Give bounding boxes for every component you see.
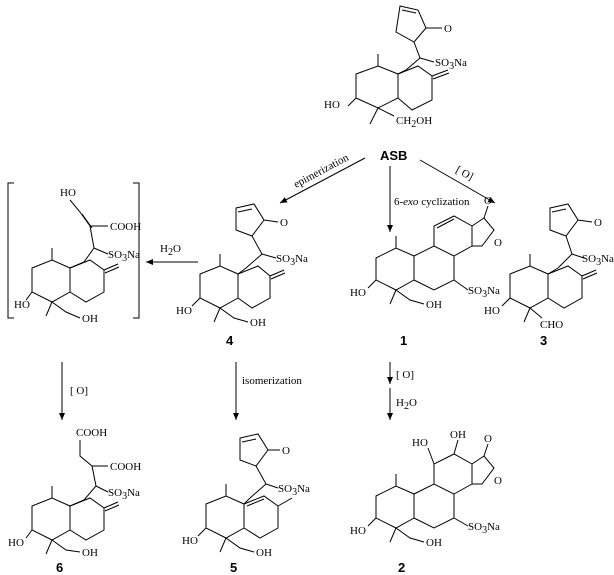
asb-carbonyl-o: O (444, 23, 452, 35)
structure-3: O SO3Na HO CHO (484, 203, 614, 331)
c2-carbonyl-o: O (484, 433, 492, 445)
intermediate-oh: HO (60, 187, 76, 199)
c2-oh: OH (426, 537, 442, 549)
label-asb: ASB (380, 148, 407, 163)
c5-so3na: SO3Na (278, 483, 310, 498)
structure-1: O O SO3Na HO OH (350, 195, 502, 311)
intermediate-so3na: SO3Na (108, 249, 140, 264)
structure-2: O O HO OH SO3Na HO OH (350, 429, 502, 549)
c5-carbonyl-o: O (282, 445, 290, 457)
c2-ho: HO (350, 525, 366, 537)
reagent-epimerization: epimerization (292, 151, 351, 190)
intermediate-cooh: COOH (110, 221, 141, 233)
c4-so3na: SO3Na (276, 253, 308, 268)
c5-oh: OH (256, 547, 272, 559)
reagent-oxidation-2: [ O] (396, 369, 414, 381)
c3-so3na: SO3Na (582, 253, 614, 268)
c4-carbonyl-o: O (280, 217, 288, 229)
c1-ho: HO (350, 287, 366, 299)
c1-ring-o: O (494, 237, 502, 249)
c2-oh-2: OH (450, 429, 466, 441)
label-4: 4 (226, 333, 234, 348)
c4-oh: OH (250, 317, 266, 329)
c3-ho: HO (484, 305, 500, 317)
label-6: 6 (56, 560, 63, 575)
arrow-epimerization (279, 157, 366, 204)
c2-oh-1: HO (412, 437, 428, 449)
c6-cooh-top: COOH (76, 427, 107, 439)
structure-6: COOH COOH SO3Na HO OH (8, 427, 141, 559)
c3-carbonyl-o: O (594, 217, 602, 229)
c1-carbonyl-o: O (484, 195, 492, 207)
bracket-left (7, 182, 14, 319)
reagent-cyclization: 6-exo cyclization (394, 196, 470, 208)
c6-oh: OH (82, 547, 98, 559)
asb-ch2oh: CH2OH (396, 115, 432, 130)
asb-so3na: SO3Na (435, 57, 467, 72)
structure-4: O SO3Na HO OH (176, 203, 308, 329)
reagent-water-2: H2O (396, 397, 417, 412)
c2-so3na: SO3Na (468, 521, 500, 536)
reagent-oxidation-3: [ O] (454, 164, 476, 183)
label-5: 5 (230, 560, 237, 575)
c1-oh: OH (426, 299, 442, 311)
reagent-isomerization: isomerization (242, 375, 302, 387)
c4-ho: HO (176, 305, 192, 317)
c5-ho: HO (182, 535, 198, 547)
structure-intermediate: HO COOH SO3Na HO OH (14, 187, 141, 325)
arrow-oxidation-to-3 (419, 159, 496, 204)
structure-asb: O SO3Na HO CH2OH (324, 5, 467, 130)
label-1: 1 (400, 333, 407, 348)
c6-ho: HO (8, 537, 24, 549)
reagent-water-1: H2O (160, 243, 181, 258)
intermediate-ch2oh: OH (82, 313, 98, 325)
label-3: 3 (540, 333, 547, 348)
reagent-oxidation-6: [ O] (70, 385, 88, 397)
c2-ring-o: O (494, 475, 502, 487)
label-2: 2 (398, 560, 405, 575)
c6-so3na: SO3Na (108, 487, 140, 502)
bracket-right (133, 182, 140, 319)
intermediate-ho: HO (14, 299, 30, 311)
asb-ho: HO (324, 99, 340, 111)
c6-cooh: COOH (110, 461, 141, 473)
c3-cho: CHO (540, 319, 563, 331)
structure-5: O SO3Na HO OH (182, 433, 310, 559)
c1-so3na: SO3Na (468, 285, 500, 300)
